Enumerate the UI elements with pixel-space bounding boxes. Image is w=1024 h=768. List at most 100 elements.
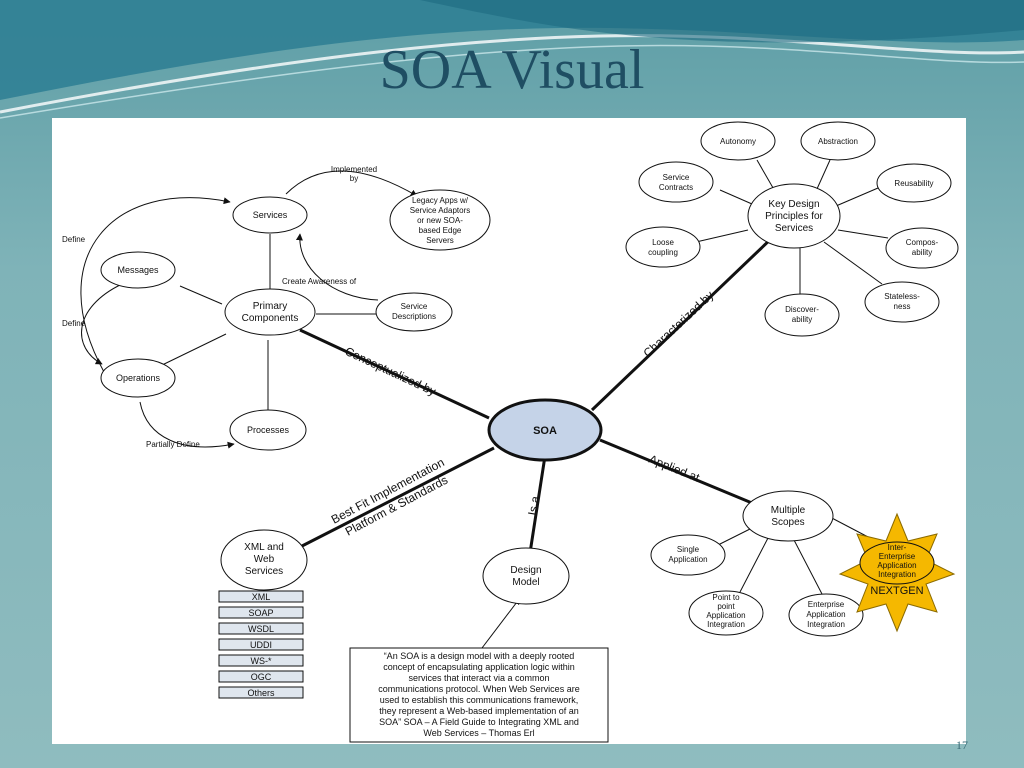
label-conceptualized-by: Conceptualized by bbox=[343, 344, 438, 398]
node-xml-web-services: XML and Web Services bbox=[220, 529, 308, 591]
slide-number: 17 bbox=[956, 738, 968, 752]
node-operations: Operations bbox=[100, 358, 176, 398]
nextgen-label: NEXTGEN bbox=[870, 585, 923, 597]
svg-text:Principles for: Principles for bbox=[765, 211, 823, 222]
svg-text:or new SOA-: or new SOA- bbox=[417, 216, 463, 225]
svg-text:Application: Application bbox=[668, 555, 707, 564]
svg-text:Others: Others bbox=[247, 688, 275, 698]
svg-text:SOA: SOA bbox=[533, 425, 557, 437]
label-create-awareness: Create Awareness of bbox=[282, 277, 357, 286]
svg-text:“An SOA is a design model with: “An SOA is a design model with a deeply … bbox=[384, 651, 575, 661]
standard-item: UDDI bbox=[218, 638, 304, 651]
svg-text:Model: Model bbox=[512, 577, 539, 588]
svg-text:Processes: Processes bbox=[247, 425, 290, 435]
svg-text:Service Adaptors: Service Adaptors bbox=[410, 206, 470, 215]
label-is-a: Is a bbox=[525, 495, 542, 517]
nodes: SOA Primary Components Services Legacy A… bbox=[100, 121, 959, 637]
edge-labels: Implemented by Define Define Create Awar… bbox=[62, 165, 716, 539]
svg-text:Enterprise: Enterprise bbox=[879, 552, 916, 561]
label-applied-at: Applied at bbox=[647, 452, 702, 485]
label-implemented-by-2: by bbox=[350, 174, 358, 183]
node-composability: Compos- ability bbox=[885, 227, 959, 269]
svg-text:Legacy Apps w/: Legacy Apps w/ bbox=[412, 196, 469, 205]
svg-text:SOAP: SOAP bbox=[248, 608, 273, 618]
node-service-contracts: Service Contracts bbox=[638, 161, 714, 203]
node-messages: Messages bbox=[100, 251, 176, 289]
edge-soa-design bbox=[528, 455, 547, 554]
svg-text:Messages: Messages bbox=[117, 265, 159, 275]
svg-text:Services: Services bbox=[775, 223, 813, 234]
connectors bbox=[80, 159, 889, 649]
svg-text:Key Design: Key Design bbox=[768, 199, 819, 210]
svg-text:Point to: Point to bbox=[712, 593, 740, 602]
svg-text:Discover-: Discover- bbox=[785, 305, 819, 314]
node-abstraction: Abstraction bbox=[800, 121, 876, 161]
svg-text:ability: ability bbox=[912, 248, 932, 257]
standard-item: WS-* bbox=[218, 654, 304, 667]
svg-text:point: point bbox=[717, 602, 735, 611]
svg-text:Contracts: Contracts bbox=[659, 183, 693, 192]
svg-text:Stateless-: Stateless- bbox=[884, 292, 920, 301]
soa-concept-map: Implemented by Define Define Create Awar… bbox=[62, 121, 959, 743]
standard-item: WSDL bbox=[218, 622, 304, 635]
svg-text:Application: Application bbox=[806, 610, 845, 619]
node-loose-coupling: Loose coupling bbox=[625, 226, 701, 268]
node-multiple-scopes: Multiple Scopes bbox=[742, 490, 834, 542]
node-primary-components: Primary Components bbox=[224, 288, 316, 336]
svg-text:ability: ability bbox=[792, 315, 812, 324]
svg-text:Web: Web bbox=[254, 554, 275, 565]
node-design-model: Design Model bbox=[482, 547, 570, 605]
svg-text:WS-*: WS-* bbox=[251, 656, 272, 666]
node-inter-enterprise: Inter- Enterprise Application Integratio… bbox=[838, 512, 956, 633]
arrow-create-awareness bbox=[295, 233, 379, 301]
node-service-descriptions: Service Descriptions bbox=[375, 292, 453, 332]
svg-text:Design: Design bbox=[510, 565, 541, 576]
quote-box: “An SOA is a design model with a deeply … bbox=[349, 647, 609, 743]
node-services: Services bbox=[232, 196, 308, 234]
node-statelessness: Stateless- ness bbox=[864, 281, 940, 323]
standard-item: OGC bbox=[218, 670, 304, 683]
svg-text:based Edge: based Edge bbox=[419, 226, 462, 235]
svg-text:Compos-: Compos- bbox=[906, 238, 939, 247]
node-processes: Processes bbox=[229, 409, 307, 451]
svg-text:coupling: coupling bbox=[648, 248, 678, 257]
node-autonomy: Autonomy bbox=[700, 121, 776, 161]
svg-text:they represent a Web-based imp: they represent a Web-based implementatio… bbox=[379, 706, 578, 716]
edge-soa-primary bbox=[299, 328, 490, 420]
node-point-to-point: Point to point Application Integration bbox=[688, 590, 764, 636]
node-reusability: Reusability bbox=[876, 163, 952, 203]
diagram-panel: Implemented by Define Define Create Awar… bbox=[52, 118, 966, 744]
svg-text:Reusability: Reusability bbox=[894, 179, 933, 188]
svg-text:WSDL: WSDL bbox=[248, 624, 274, 634]
arrow-define-mid bbox=[81, 283, 123, 365]
svg-text:Application: Application bbox=[706, 611, 745, 620]
edge-soa-xml bbox=[301, 446, 495, 548]
svg-text:Multiple: Multiple bbox=[771, 505, 806, 516]
svg-text:ness: ness bbox=[894, 302, 911, 311]
svg-text:communications protocol. When: communications protocol. When Web Servic… bbox=[378, 684, 579, 694]
svg-text:Operations: Operations bbox=[116, 373, 161, 383]
label-characterized-by: Characterized by bbox=[640, 288, 716, 360]
svg-text:OGC: OGC bbox=[251, 672, 272, 682]
node-key-design-principles: Key Design Principles for Services bbox=[747, 183, 841, 249]
label-define-mid: Define bbox=[62, 319, 86, 328]
svg-text:Web Services – Thomas Erl: Web Services – Thomas Erl bbox=[423, 728, 534, 738]
svg-text:Service: Service bbox=[401, 302, 428, 311]
standards-list: XML SOAP WSDL UDDI WS-* OGC Others bbox=[218, 590, 304, 699]
svg-text:Inter-: Inter- bbox=[888, 543, 907, 552]
svg-text:Descriptions: Descriptions bbox=[392, 312, 436, 321]
svg-text:Service: Service bbox=[663, 173, 690, 182]
node-single-application: Single Application bbox=[650, 534, 726, 576]
svg-text:Abstraction: Abstraction bbox=[818, 137, 858, 146]
node-soa: SOA bbox=[487, 398, 603, 462]
svg-text:services that interact via a c: services that interact via a common bbox=[408, 673, 549, 683]
svg-text:Primary: Primary bbox=[253, 301, 287, 312]
node-enterprise-integration: Enterprise Application Integration bbox=[788, 593, 864, 637]
svg-text:Services: Services bbox=[253, 210, 288, 220]
svg-text:Single: Single bbox=[677, 545, 700, 554]
standard-item: Others bbox=[218, 686, 304, 699]
label-partially-define: Partially Define bbox=[146, 440, 200, 449]
svg-text:XML and: XML and bbox=[244, 542, 284, 553]
arrow-define-top bbox=[80, 197, 231, 373]
standard-item: XML bbox=[218, 590, 304, 603]
